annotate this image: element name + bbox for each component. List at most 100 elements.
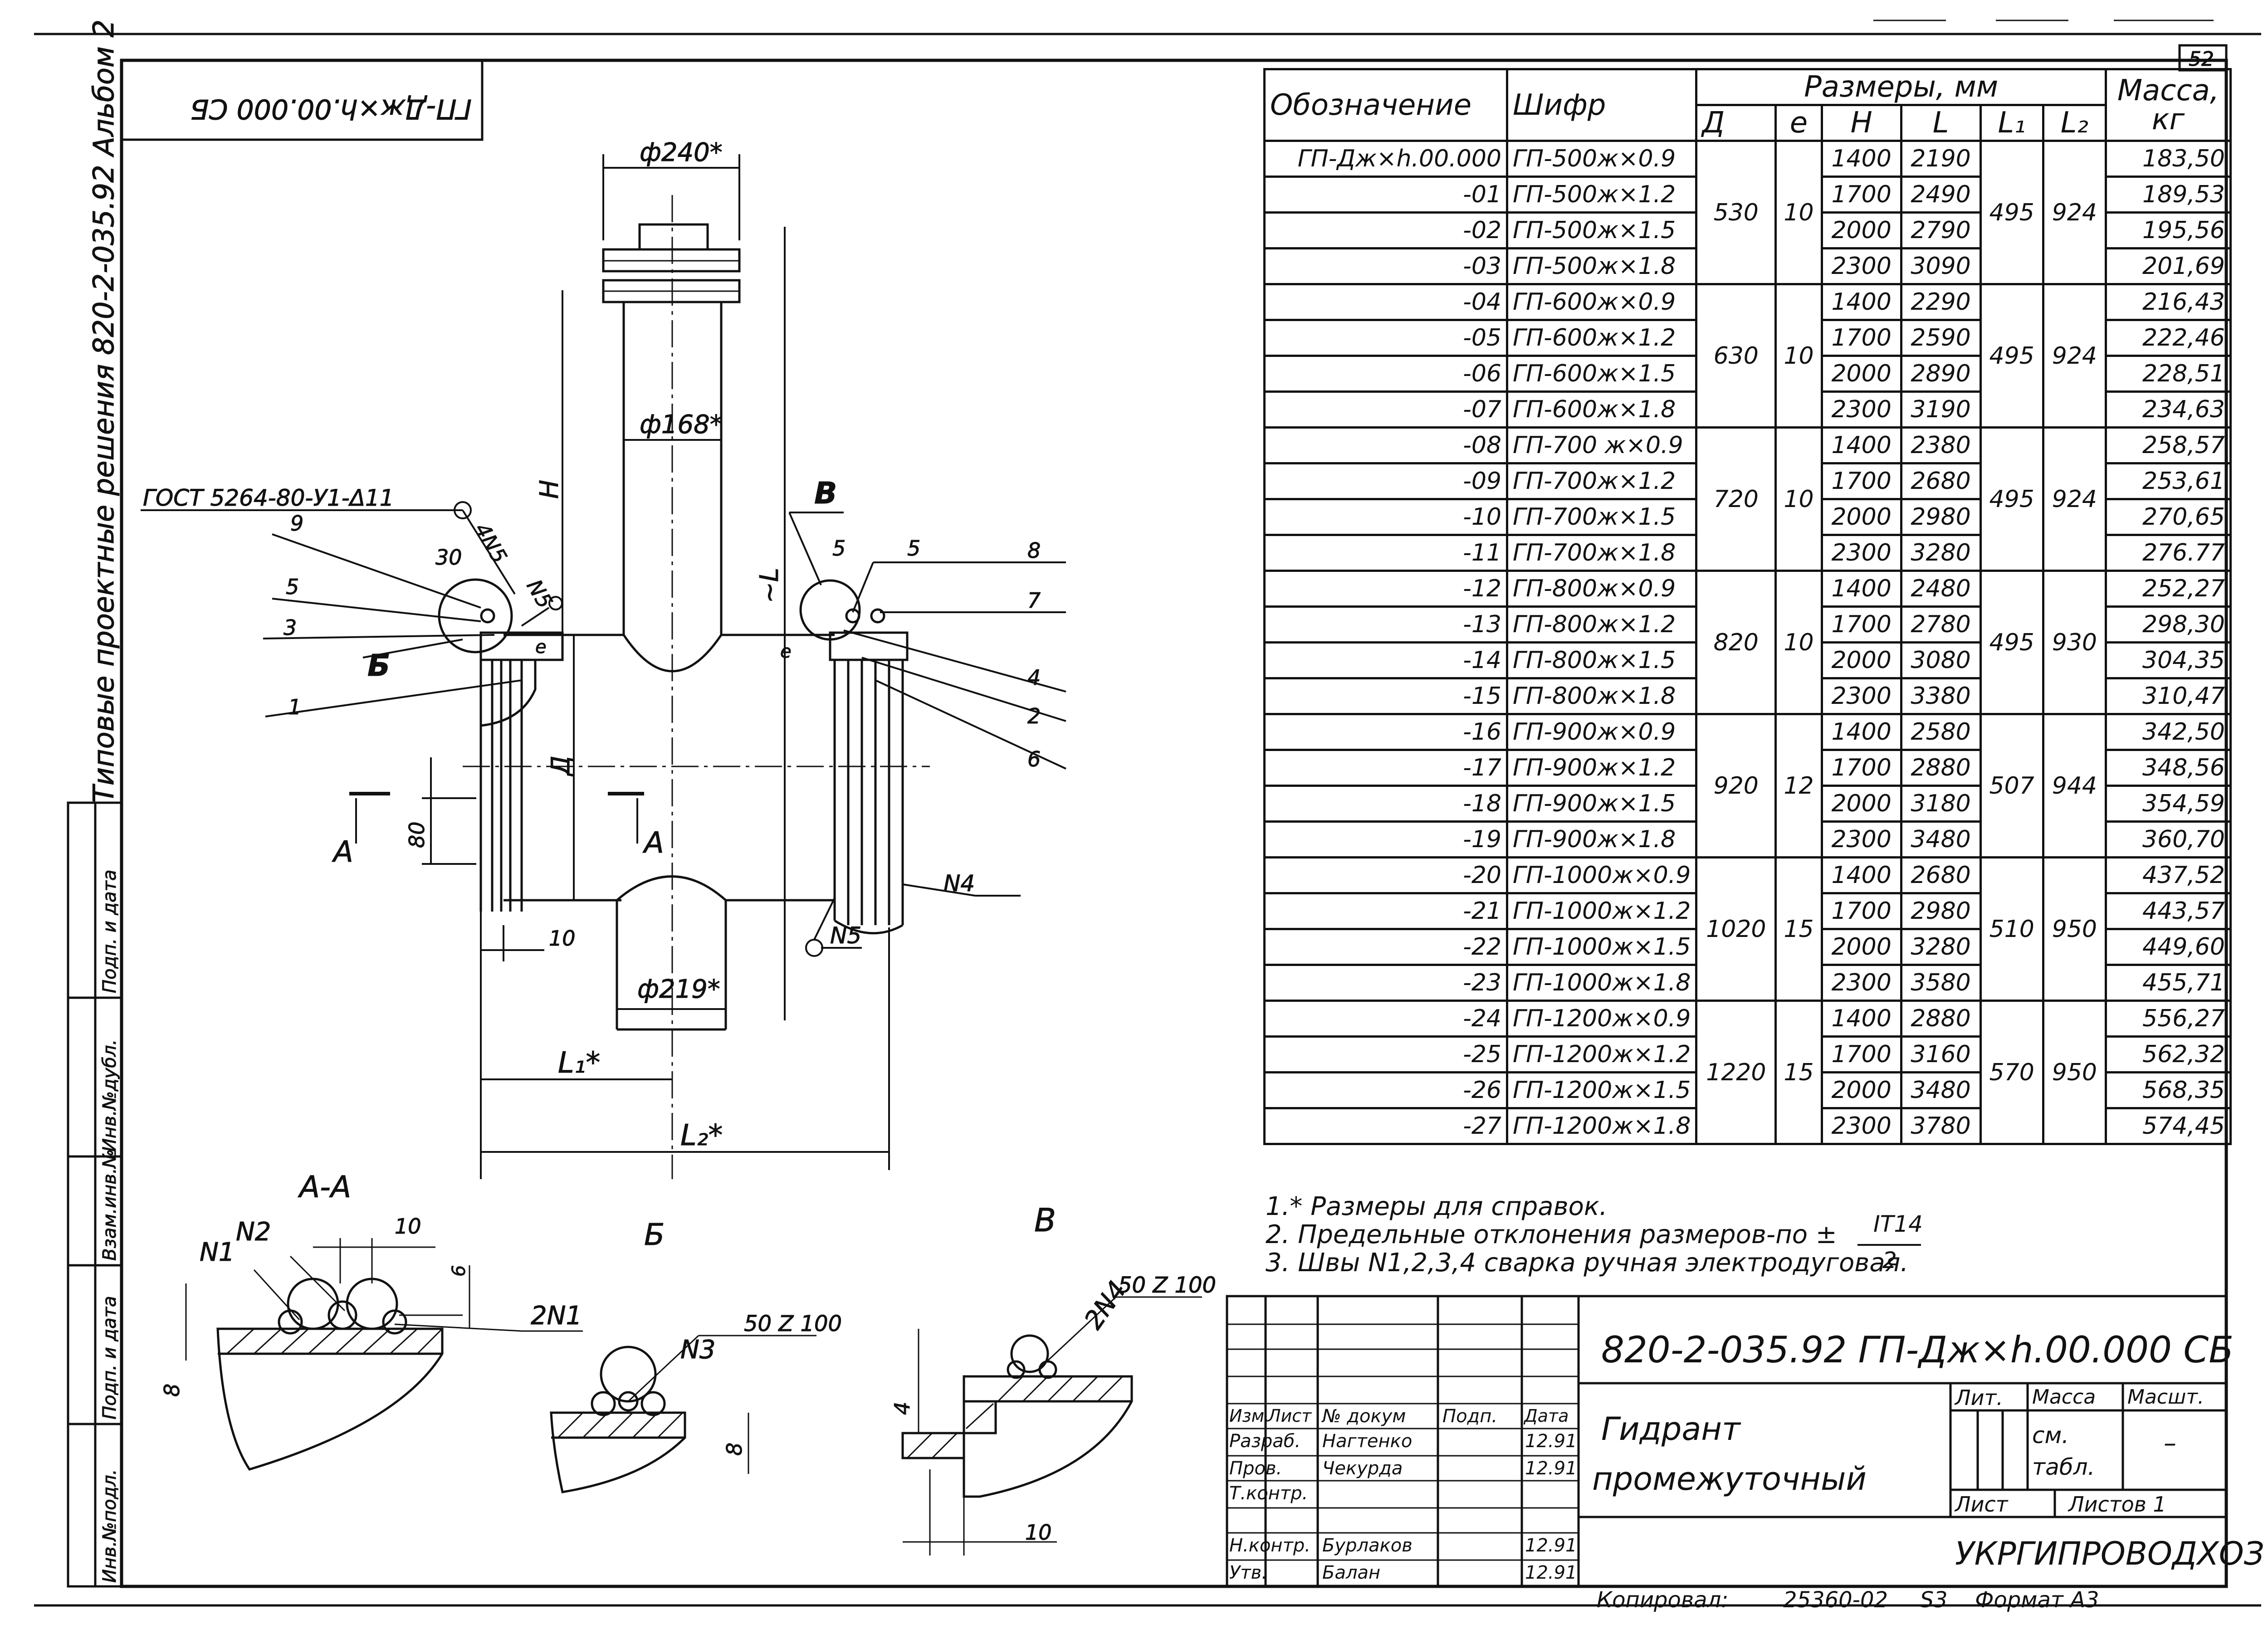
mass-label: Масса [2032, 1385, 2096, 1409]
note-3: 3. Швы N1,2,3,4 сварка ручная электродуг… [1266, 1248, 1909, 1278]
role-date: 12.91 [1525, 1458, 1577, 1479]
sheets-label: Листов 1 [2068, 1492, 2166, 1517]
cell-L2: 924 [2042, 140, 2107, 285]
role-name: Балан [1322, 1562, 1381, 1583]
sheet-label: Лист [1955, 1492, 2008, 1517]
note-2: 2. Предельные отклонения размеров-по ± [1266, 1221, 1908, 1249]
cell-designation: -08 [1263, 426, 1508, 464]
cell-H: 1700 [1820, 1035, 1902, 1073]
cell-L: 3160 [1900, 1035, 1982, 1073]
cell-designation: -01 [1263, 176, 1508, 214]
cell-code: ГП-500ж×1.2 [1505, 176, 1698, 214]
center-lines [463, 195, 930, 1179]
cell-designation: -02 [1263, 211, 1508, 249]
cell-mass: 342,50 [2105, 713, 2232, 751]
cell-L2: 950 [2042, 1000, 2107, 1145]
cell-designation: -09 [1263, 462, 1508, 500]
cell-designation: -19 [1263, 820, 1508, 858]
pos-1: 1 [288, 695, 301, 719]
cell-L: 2980 [1900, 892, 1982, 930]
cell-H: 1400 [1820, 283, 1902, 321]
v-dim10: 10 [1025, 1520, 1052, 1545]
cell-D: 630 [1695, 283, 1777, 429]
cell-mass: 455,71 [2105, 964, 2232, 1002]
detail-aa [185, 1238, 583, 1471]
role-label: Н.контр. [1229, 1535, 1310, 1556]
aa-N1: N1 [200, 1238, 235, 1267]
gost-label: ГОСТ 5264-80-У1-Δ11 [143, 485, 394, 511]
cell-mass: 258,57 [2105, 426, 2232, 464]
label-e2: e [780, 641, 792, 662]
cell-H: 1400 [1820, 713, 1902, 751]
cell-L1: 495 [1979, 140, 2044, 285]
footer-s3: S3 [1920, 1587, 1948, 1613]
cell-code: ГП-500ж×1.5 [1505, 211, 1698, 249]
cell-H: 2000 [1820, 211, 1902, 249]
scale-value: – [2164, 1429, 2176, 1458]
cell-code: ГП-800ж×1.8 [1505, 677, 1698, 715]
cell-mass: 574,45 [2105, 1107, 2232, 1145]
col-list: Лист [1268, 1406, 1312, 1426]
cell-L1: 510 [1979, 856, 2044, 1002]
cell-designation: -13 [1263, 605, 1508, 644]
cell-H: 1700 [1820, 605, 1902, 644]
cell-mass: 228,51 [2105, 355, 2232, 393]
cell-L: 3280 [1900, 534, 1982, 572]
cell-mass: 348,56 [2105, 749, 2232, 787]
aa-dim6: 6 [449, 1265, 469, 1277]
aa-N2: N2 [236, 1217, 271, 1247]
product-name-1: Гидрант [1601, 1410, 1740, 1448]
rotated-code: ГП-Дж×h.00.000 СБ [190, 93, 472, 125]
role-name: Чекурда [1322, 1458, 1403, 1479]
cell-code: ГП-700ж×1.8 [1505, 534, 1698, 572]
cell-e: 10 [1774, 283, 1823, 429]
cell-L2: 924 [2042, 426, 2107, 572]
cell-L: 2490 [1900, 176, 1982, 214]
pos-8: 8 [1027, 538, 1041, 563]
cell-designation: -26 [1263, 1071, 1508, 1109]
pos-4: 4 [1027, 665, 1041, 690]
cell-e: 10 [1774, 570, 1823, 715]
cell-code: ГП-800ж×1.2 [1505, 605, 1698, 644]
cell-code: ГП-600ж×1.2 [1505, 319, 1698, 357]
detail-b [550, 1335, 816, 1493]
cell-D: 920 [1695, 713, 1777, 858]
label-L1: L₁* [558, 1046, 600, 1080]
cell-H: 1400 [1820, 1000, 1902, 1038]
note-fraction-den: 2 [1882, 1247, 1897, 1273]
aa-dim10: 10 [395, 1214, 421, 1239]
cell-L2: 924 [2042, 283, 2107, 429]
cell-mass: 437,52 [2105, 856, 2232, 894]
cell-L1: 570 [1979, 1000, 2044, 1145]
cell-code: ГП-700 ж×0.9 [1505, 426, 1698, 464]
header-sizes: Размеры, мм [1695, 68, 2107, 106]
weld-N4: N4 [943, 870, 975, 897]
cell-designation: -07 [1263, 390, 1508, 429]
cell-designation: -10 [1263, 498, 1508, 536]
cell-L1: 495 [1979, 570, 2044, 715]
cell-designation: -22 [1263, 928, 1508, 966]
cell-designation: -21 [1263, 892, 1508, 930]
footer-copied-label: Копировал: [1597, 1587, 1729, 1613]
cell-mass: 304,35 [2105, 641, 2232, 679]
label-H: H [535, 480, 564, 499]
cell-H: 2000 [1820, 641, 1902, 679]
label-L2: L₂* [680, 1119, 723, 1152]
cell-H: 2300 [1820, 677, 1902, 715]
note-1: 1.* Размеры для справок. [1266, 1192, 1608, 1221]
cell-designation: -06 [1263, 355, 1508, 393]
cell-D: 720 [1695, 426, 1777, 572]
cell-mass: 310,47 [2105, 677, 2232, 715]
stamp-inv: Инв.№подл. [99, 1469, 120, 1583]
v-weld: 50 Z 100 [1118, 1273, 1216, 1298]
v-dim4: 4 [890, 1402, 914, 1415]
cell-designation: -20 [1263, 856, 1508, 894]
cell-H: 1400 [1820, 426, 1902, 464]
cell-H: 2000 [1820, 785, 1902, 823]
